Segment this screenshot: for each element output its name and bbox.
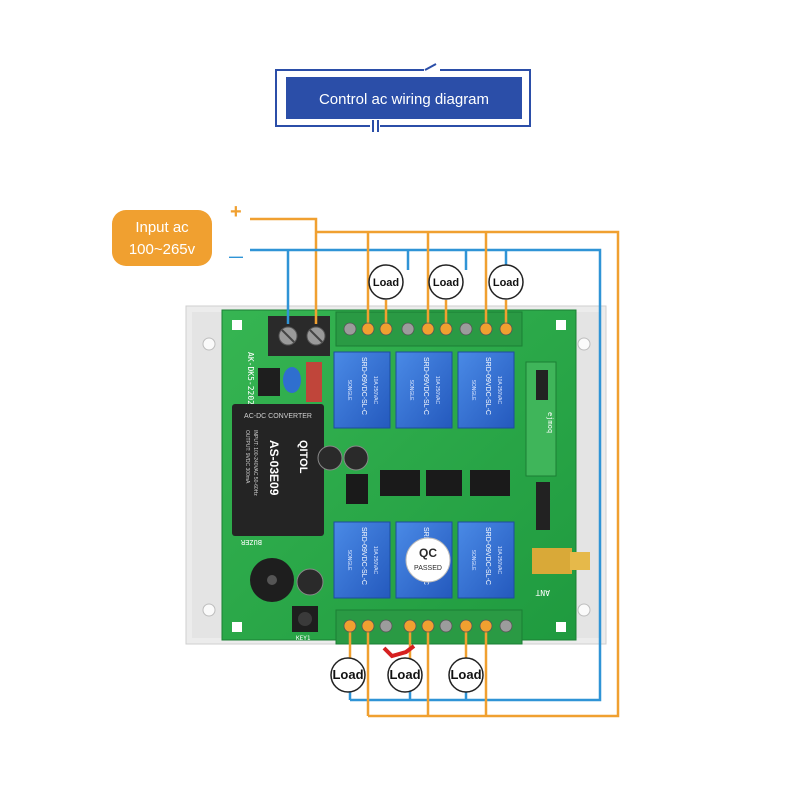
minus-sign: — — [229, 248, 243, 264]
input-label-line1: Input ac — [135, 219, 189, 236]
load-3: Load — [488, 264, 524, 300]
relay-brand-text: SONGLE — [470, 380, 476, 402]
terminal-screw — [499, 619, 513, 633]
key-button: KEY1 — [292, 606, 318, 642]
key-label: KEY1 — [296, 635, 311, 642]
relay-rating-text: 10A 250VAC — [434, 376, 440, 405]
wiring — [250, 217, 620, 718]
load-label: Load — [389, 667, 420, 682]
buzzer-label: BUZER — [240, 538, 262, 546]
relay-model-text: SRD-09VDC-SL-C — [360, 527, 367, 585]
relay-model-text: SRD-09VDC-SL-C — [484, 357, 491, 415]
relay-6: SRD-09VDC-SL-C 10A 250VAC SONGLE — [457, 521, 515, 599]
red-wire-fragment — [382, 644, 416, 659]
rf-module: ejmoq — [525, 361, 557, 530]
live-bus-wire — [316, 230, 620, 718]
load-label: Load — [433, 277, 459, 289]
terminal-pads — [343, 322, 513, 633]
terminal-screw — [361, 619, 375, 633]
input-label-line2: 100~265v — [129, 241, 196, 258]
input-label: Input ac 100~265v + — — [112, 201, 243, 266]
terminal-screw — [479, 322, 493, 336]
relay-4: SRD-09VDC-SL-C 10A 250VAC SONGLE — [333, 521, 391, 599]
load-label: Load — [493, 277, 519, 289]
power-module-side: AC-DC CONVERTER — [244, 413, 312, 420]
terminal-screw — [421, 322, 435, 336]
relay-rating-text: 10A 250VAC — [496, 546, 502, 575]
relay-1: SRD-09VDC-SL-C 10A 250VAC SONGLE — [333, 351, 391, 429]
load-6: Load — [448, 657, 484, 693]
relay-brand-text: SONGLE — [346, 550, 352, 572]
plus-sign: + — [230, 201, 242, 223]
load-label: Load — [373, 277, 399, 289]
terminal-screw — [403, 619, 417, 633]
relay-rating-text: 10A 250VAC — [372, 376, 378, 405]
power-module-spec1: INPUT: 100-240VAC 50-60Hz — [252, 430, 258, 496]
rf-module-label: ejmoq — [546, 412, 554, 433]
qc-sticker: QC PASSED — [405, 537, 451, 583]
terminal-screw — [459, 619, 473, 633]
terminal-screw — [379, 322, 393, 336]
input-plus-wire — [250, 217, 318, 324]
terminal-screw — [439, 619, 453, 633]
ant-label: ANT — [535, 588, 550, 597]
relay-2: SRD-09VDC-SL-C 10A 250VAC SONGLE — [395, 351, 453, 429]
power-module-brand: QITOL — [297, 440, 309, 474]
relay-model-text: SRD-09VDC-SL-C — [422, 357, 429, 415]
input-components — [258, 362, 322, 402]
terminal-screw — [361, 322, 375, 336]
antenna-connector: ANT — [532, 548, 590, 597]
qc-text: QC — [419, 546, 437, 560]
load-4: Load — [330, 657, 366, 693]
power-module-spec2: OUTPUT: 9VDC 300mA — [244, 430, 250, 484]
terminal-screw — [401, 322, 415, 336]
terminal-screw — [343, 322, 357, 336]
qc-passed-text: PASSED — [414, 565, 442, 572]
buzzer: BUZER — [240, 538, 294, 602]
title-banner: Control ac wiring diagram — [275, 63, 531, 132]
terminal-screw — [343, 619, 357, 633]
board-model-text: AK-DK5-2202U — [246, 352, 255, 410]
neutral-bus-wire — [250, 248, 602, 702]
load-2: Load — [428, 264, 464, 300]
terminal-screw — [421, 619, 435, 633]
load-5: Load — [387, 657, 423, 693]
power-module: AC-DC CONVERTER QITOL AS-03E09 INPUT: 10… — [232, 404, 324, 536]
terminal-screw — [479, 619, 493, 633]
power-module-model: AS-03E09 — [267, 440, 281, 496]
ic-chips — [346, 470, 510, 504]
relay-brand-text: SONGLE — [408, 380, 414, 402]
terminal-screw — [439, 322, 453, 336]
page-title: Control ac wiring diagram — [319, 91, 489, 108]
load-1: Load — [368, 264, 404, 300]
terminal-screw — [499, 322, 513, 336]
load-label: Load — [332, 667, 363, 682]
input-terminal — [268, 316, 330, 356]
relay-model-text: SRD-09VDC-SL-C — [484, 527, 491, 585]
load-label: Load — [450, 667, 481, 682]
relay-rating-text: 10A 250VAC — [372, 546, 378, 575]
capacitors — [296, 445, 369, 596]
relay-3: SRD-09VDC-SL-C 10A 250VAC SONGLE — [457, 351, 515, 429]
relay-brand-text: SONGLE — [470, 550, 476, 572]
terminal-screw — [379, 619, 393, 633]
relay-model-text: SRD-09VDC-SL-C — [360, 357, 367, 415]
relay-brand-text: SONGLE — [346, 380, 352, 402]
terminal-screw — [459, 322, 473, 336]
relay-rating-text: 10A 250VAC — [496, 376, 502, 405]
